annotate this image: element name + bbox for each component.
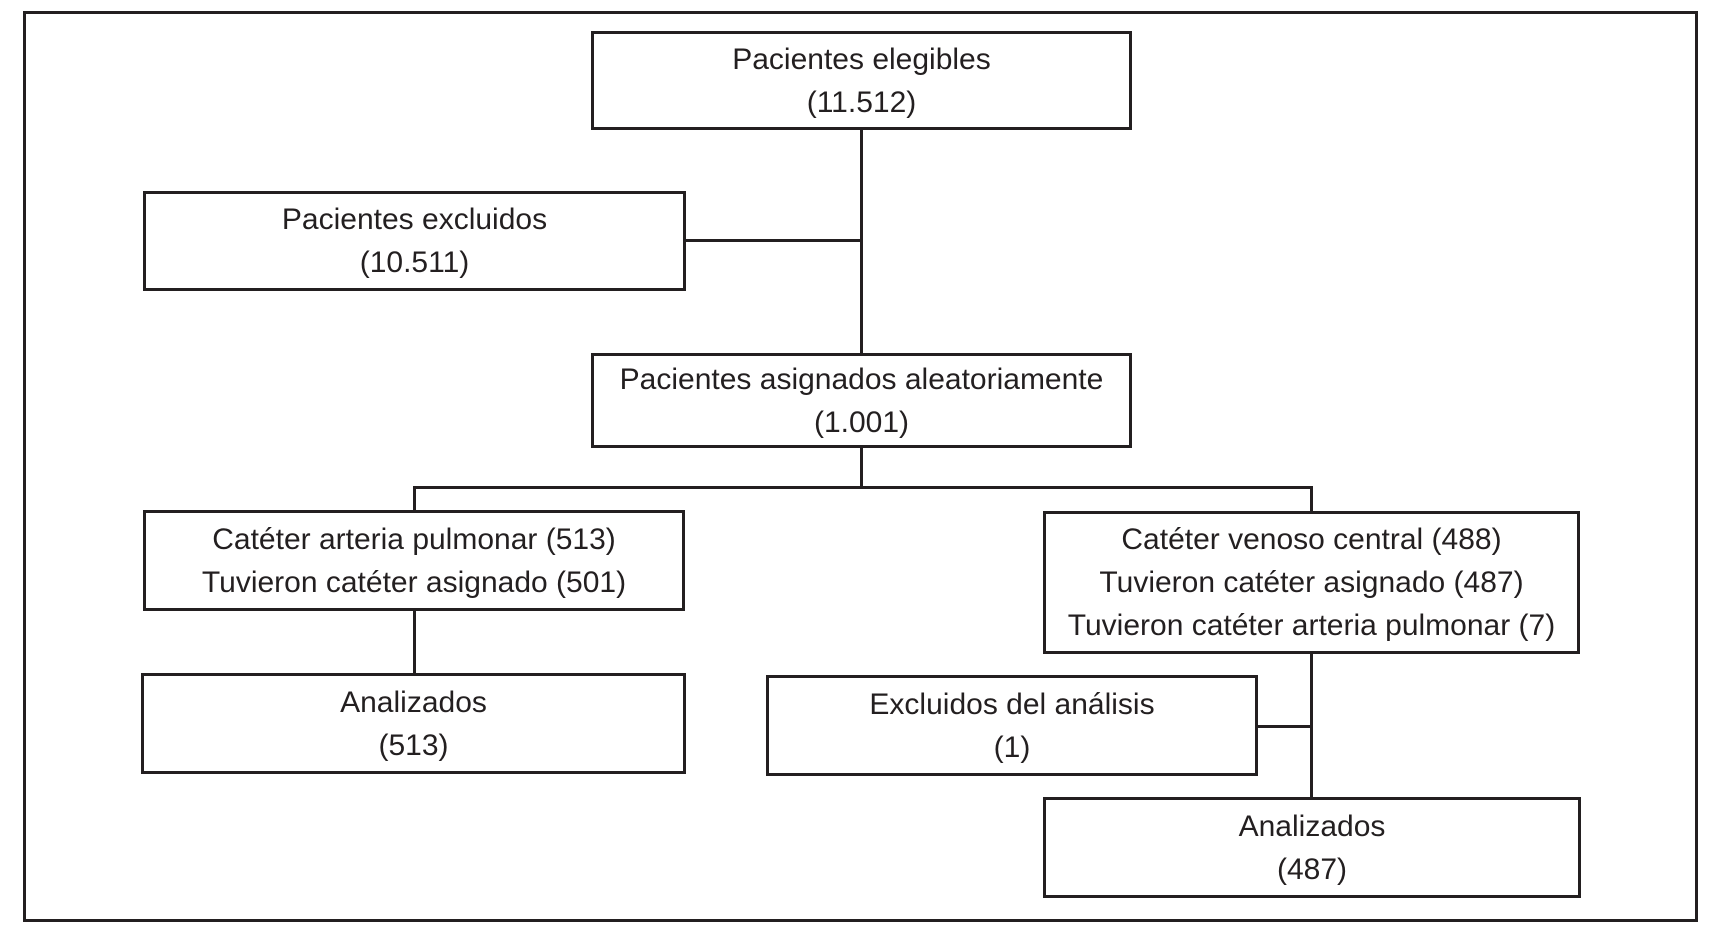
box-label: Tuvieron catéter asignado (487) — [1099, 566, 1524, 599]
box-count: (1.001) — [813, 405, 910, 439]
box-pacientes-elegibles: Pacientes elegibles (11.512) — [591, 31, 1132, 130]
box-label: Catéter arteria pulmonar (513) — [212, 522, 616, 556]
box-count: (11.512) — [806, 85, 917, 119]
connector-excluded-analysis-stub — [1258, 725, 1310, 728]
diagram-outer-border — [23, 11, 1698, 922]
connector-cv-to-analyzed — [1310, 654, 1313, 797]
box-pacientes-asignados-aleatoriamente: Pacientes asignados aleatoriamente (1.00… — [591, 353, 1132, 448]
box-pacientes-excluidos: Pacientes excluidos (10.511) — [143, 191, 686, 291]
box-label: Catéter venoso central (488) — [1121, 523, 1502, 556]
box-count: (487) — [1276, 852, 1348, 886]
box-cateter-venoso-central: Catéter venoso central (488) Tuvieron ca… — [1043, 511, 1580, 654]
box-analizados-pa: Analizados (513) — [141, 673, 686, 774]
box-excluidos-del-analisis: Excluidos del análisis (1) — [766, 675, 1258, 776]
box-count: (10.511) — [359, 246, 470, 279]
connector-excluded-stub — [686, 239, 860, 242]
box-label: Pacientes excluidos — [281, 203, 548, 236]
connector-branch-right-drop — [1310, 486, 1313, 511]
connector-randomized-drop — [860, 448, 863, 486]
connector-branch-left-drop — [413, 486, 416, 510]
box-analizados-cv: Analizados (487) — [1043, 797, 1581, 898]
box-count: (513) — [378, 728, 449, 762]
box-label: Excluidos del análisis — [869, 687, 1155, 721]
box-cateter-arteria-pulmonar: Catéter arteria pulmonar (513) Tuvieron … — [143, 510, 685, 611]
box-label: Pacientes elegibles — [732, 42, 991, 76]
box-label: Tuvieron catéter asignado (501) — [201, 565, 627, 599]
connector-branch-horizontal — [413, 486, 1313, 489]
connector-eligible-to-randomized — [860, 130, 863, 353]
connector-pa-to-analyzed — [413, 611, 416, 673]
box-count: (1) — [993, 730, 1031, 764]
box-label: Pacientes asignados aleatoriamente — [619, 362, 1104, 396]
box-label: Analizados — [340, 685, 487, 719]
box-label: Tuvieron catéter arteria pulmonar (7) — [1067, 609, 1556, 642]
box-label: Analizados — [1238, 809, 1386, 843]
